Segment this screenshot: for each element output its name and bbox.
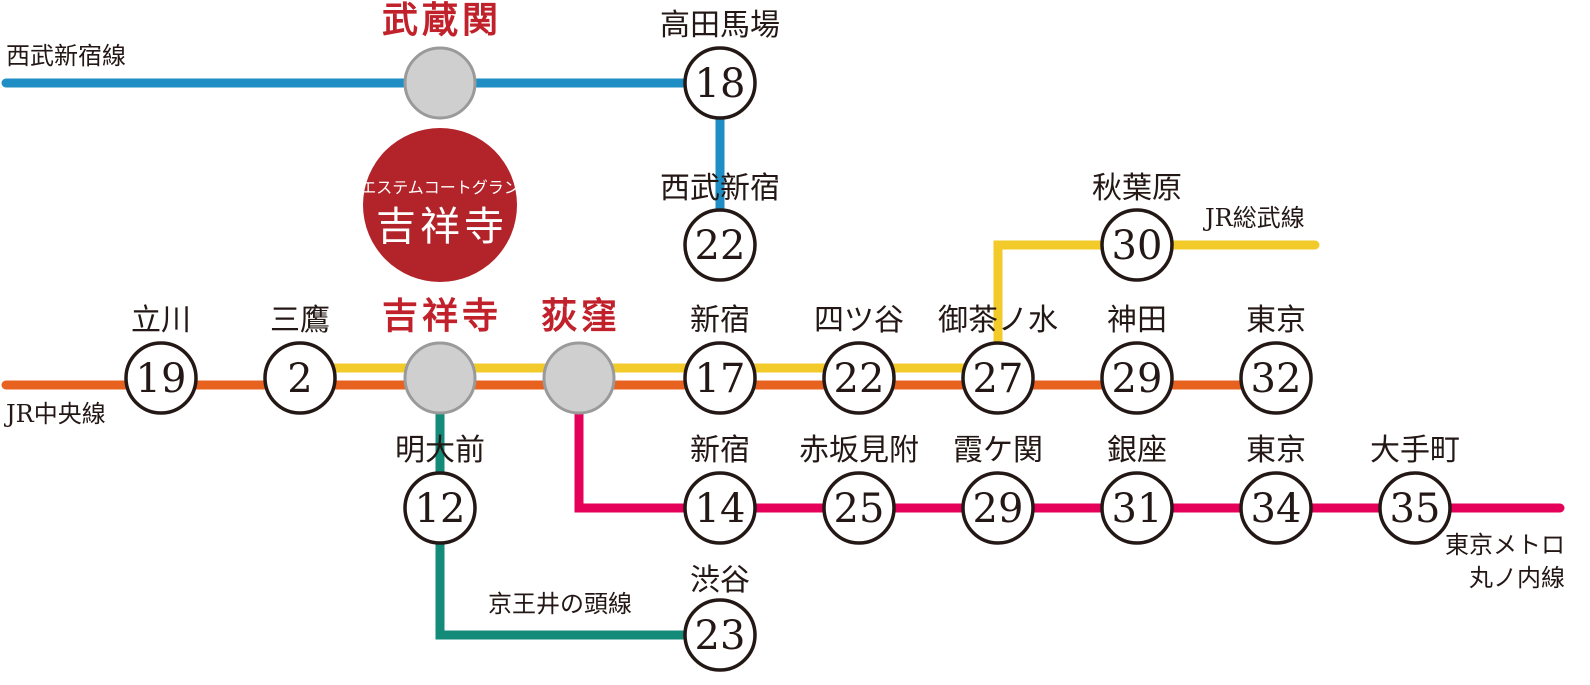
station-name: 秋葉原 bbox=[1092, 171, 1182, 206]
station-name: 大手町 bbox=[1370, 433, 1460, 468]
line-label-marunouchi-1: 東京メトロ bbox=[1445, 531, 1565, 559]
station-name: 明大前 bbox=[395, 433, 485, 468]
station-name: 霞ケ関 bbox=[953, 433, 1043, 468]
hub-label-ogikubo: 荻窪 bbox=[541, 295, 621, 337]
station-minutes: 29 bbox=[1112, 356, 1163, 402]
line-seibu-shinjuku bbox=[1, 78, 725, 250]
station-name: 立川 bbox=[131, 303, 191, 338]
station-name: 新宿 bbox=[690, 303, 750, 338]
property-name: 吉祥寺 bbox=[376, 204, 508, 250]
station-minutes: 31 bbox=[1112, 486, 1163, 532]
station-seibushinjuku: 西武新宿 22 bbox=[660, 171, 780, 282]
property-badge: エステムコートグラン 吉祥寺 bbox=[360, 128, 520, 282]
station-name: 三鷹 bbox=[270, 303, 330, 338]
station-minutes: 22 bbox=[695, 223, 746, 269]
station-minutes: 34 bbox=[1251, 486, 1302, 532]
station-tokyo-marunouchi: 東京 34 bbox=[1239, 433, 1313, 545]
hub-kichijoji: 吉祥寺 bbox=[382, 295, 502, 415]
station-minutes: 22 bbox=[834, 356, 885, 402]
station-name: 赤坂見附 bbox=[799, 433, 919, 468]
hub-label-musashiseki: 武蔵関 bbox=[382, 0, 502, 41]
station-name: 西武新宿 bbox=[660, 171, 780, 206]
station-name: 渋谷 bbox=[690, 563, 750, 598]
station-kanda: 神田 29 bbox=[1100, 303, 1174, 415]
station-name: 御茶ノ水 bbox=[938, 303, 1058, 338]
station-name: 四ツ谷 bbox=[814, 303, 904, 338]
station-minutes: 27 bbox=[973, 356, 1024, 402]
station-minutes: 23 bbox=[695, 613, 746, 659]
hub-label-kichijoji: 吉祥寺 bbox=[382, 295, 502, 337]
station-tachikawa: 立川 19 bbox=[124, 303, 198, 415]
station-minutes: 18 bbox=[695, 61, 746, 107]
station-name: 東京 bbox=[1246, 303, 1306, 338]
hub-ogikubo: 荻窪 bbox=[541, 295, 621, 415]
station-minutes: 35 bbox=[1390, 486, 1441, 532]
station-tokyo-jr: 東京 32 bbox=[1239, 303, 1313, 415]
station-shinjuku-jr: 新宿 17 bbox=[683, 303, 757, 415]
station-otemachi: 大手町 35 bbox=[1370, 433, 1460, 545]
line-label-marunouchi-2: 丸ノ内線 bbox=[1469, 564, 1565, 592]
station-minutes: 25 bbox=[834, 486, 885, 532]
station-minutes: 2 bbox=[287, 356, 312, 402]
station-minutes: 14 bbox=[695, 486, 746, 532]
station-minutes: 30 bbox=[1112, 223, 1163, 269]
station-ochanomizu: 御茶ノ水 27 bbox=[938, 303, 1058, 415]
line-label-jr-sobu: JR総武線 bbox=[1202, 204, 1305, 232]
station-name: 高田馬場 bbox=[660, 8, 780, 43]
line-marunouchi bbox=[574, 373, 1565, 513]
station-name: 東京 bbox=[1246, 433, 1306, 468]
station-name: 神田 bbox=[1107, 303, 1167, 338]
station-minutes: 19 bbox=[136, 356, 187, 402]
station-ginza: 銀座 31 bbox=[1100, 433, 1174, 545]
line-label-jr-chuo: JR中央線 bbox=[3, 400, 106, 428]
station-minutes: 29 bbox=[973, 486, 1024, 532]
line-label-inokashira: 京王井の頭線 bbox=[488, 590, 632, 618]
station-shibuya: 渋谷 23 bbox=[683, 563, 757, 672]
station-akihabara: 秋葉原 30 bbox=[1092, 171, 1182, 282]
station-minutes: 32 bbox=[1251, 356, 1302, 402]
station-name: 銀座 bbox=[1107, 433, 1167, 468]
station-akasakamitsuke: 赤坂見附 25 bbox=[799, 433, 919, 545]
station-yotsuya: 四ツ谷 22 bbox=[814, 303, 904, 415]
station-shinjuku-marunouchi: 新宿 14 bbox=[683, 433, 757, 545]
line-label-seibu: 西武新宿線 bbox=[6, 42, 126, 70]
station-mitaka: 三鷹 2 bbox=[263, 303, 337, 415]
station-meidaimae: 明大前 12 bbox=[395, 433, 485, 545]
line-keio-inokashira bbox=[435, 373, 725, 640]
station-minutes: 17 bbox=[695, 356, 746, 402]
property-catch: エステムコートグラン bbox=[360, 178, 520, 197]
station-kasumigaseki: 霞ケ関 29 bbox=[953, 433, 1043, 545]
station-takadanobaba: 高田馬場 18 bbox=[660, 8, 780, 120]
station-name: 新宿 bbox=[690, 433, 750, 468]
station-minutes: 12 bbox=[415, 486, 466, 532]
hub-musashiseki: 武蔵関 bbox=[382, 0, 502, 120]
